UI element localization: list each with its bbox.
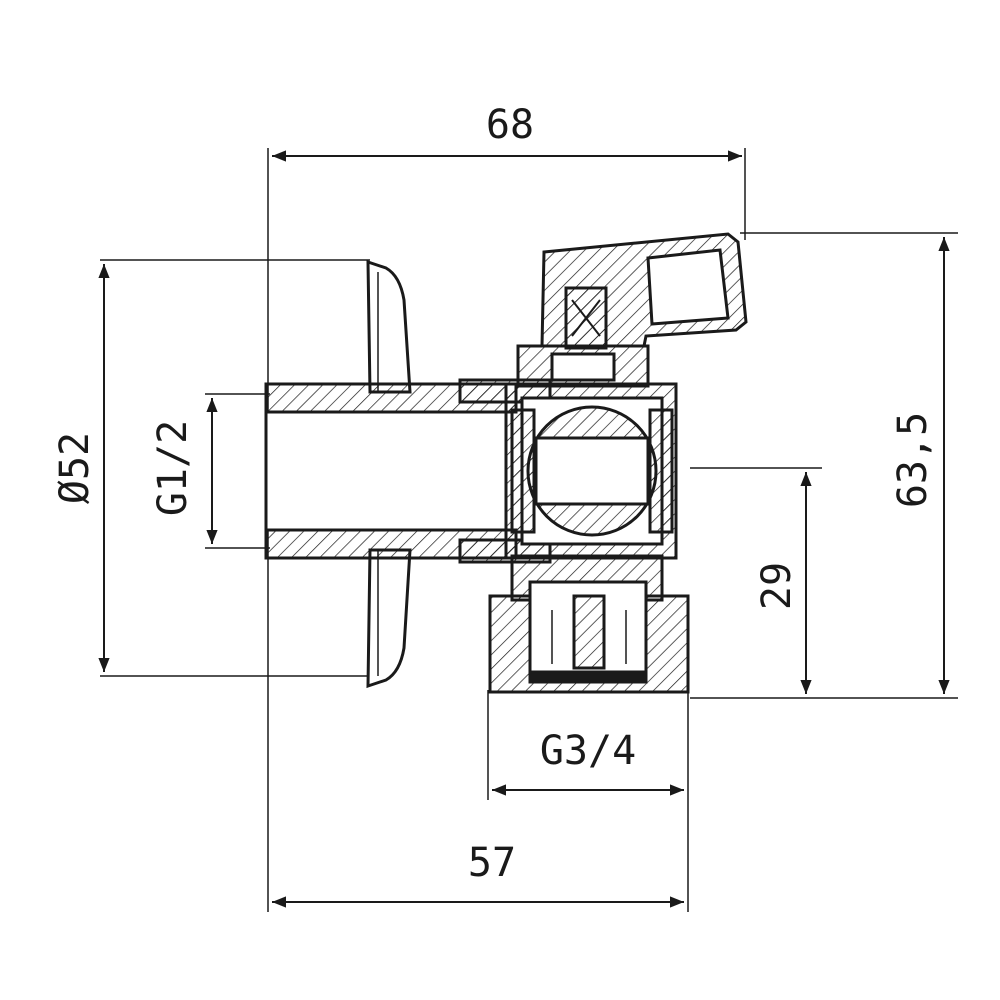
dim-outlet-offset: 29 bbox=[754, 562, 800, 610]
wall-rosette bbox=[366, 259, 412, 689]
valve-body bbox=[504, 382, 678, 560]
dim-overall-width: 68 bbox=[486, 102, 534, 148]
dim-base-width: 57 bbox=[468, 840, 516, 886]
dim-outlet-thread: G3/4 bbox=[540, 728, 636, 774]
lever-handle bbox=[540, 232, 748, 348]
dimension-lines bbox=[98, 150, 950, 908]
dim-rosette-diameter: Ø52 bbox=[52, 432, 98, 504]
outlet-nut bbox=[488, 554, 690, 694]
dim-inlet-thread: G1/2 bbox=[150, 420, 196, 516]
dim-height: 63,5 bbox=[890, 412, 936, 508]
